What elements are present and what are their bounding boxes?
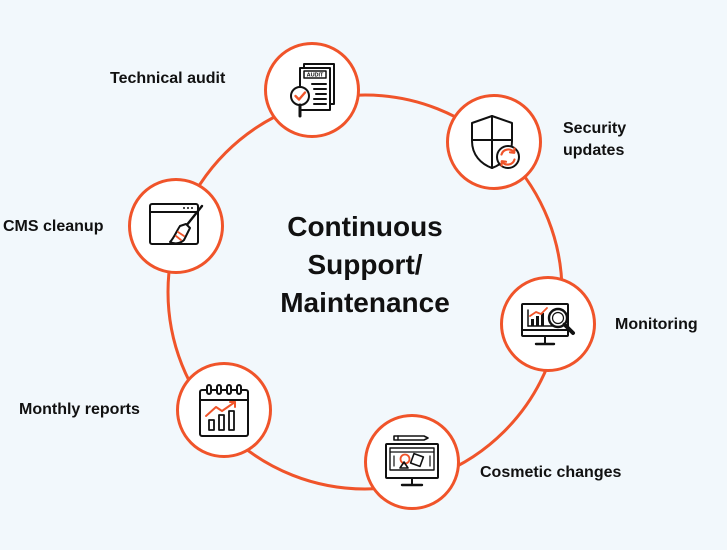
calendar-chart-icon [199, 384, 249, 437]
center-title-line-1: Continuous [287, 211, 443, 242]
label-security-updates-line-2: updates [563, 142, 625, 159]
node-cms-cleanup [128, 178, 224, 274]
browser-broom-icon [149, 203, 204, 245]
node-monthly-reports [176, 362, 272, 458]
security-shield-icon [471, 115, 520, 169]
node-security-updates [446, 94, 542, 190]
audit-document-icon: AUDIT [290, 63, 335, 118]
label-monthly-reports: Monthly reports [19, 401, 140, 418]
node-monitoring [500, 276, 596, 372]
node-technical-audit: AUDIT [264, 42, 360, 138]
center-title-line-2: Support/ [307, 249, 423, 280]
audit-tag-text: AUDIT [307, 73, 324, 79]
label-security-updates-line-1: Security [563, 120, 627, 137]
node-cosmetic-changes [364, 414, 460, 510]
label-security-updates: Security updates [563, 118, 626, 162]
label-cosmetic-changes: Cosmetic changes [480, 464, 622, 481]
label-technical-audit: Technical audit [110, 70, 226, 87]
monitoring-monitor-icon [521, 303, 575, 346]
center-title: Continuous Support/ Maintenance [240, 208, 490, 322]
center-title-line-3: Maintenance [280, 287, 450, 318]
label-cms-cleanup: CMS cleanup [3, 218, 104, 235]
cosmetic-design-icon [385, 435, 439, 487]
label-monitoring: Monitoring [615, 316, 698, 333]
